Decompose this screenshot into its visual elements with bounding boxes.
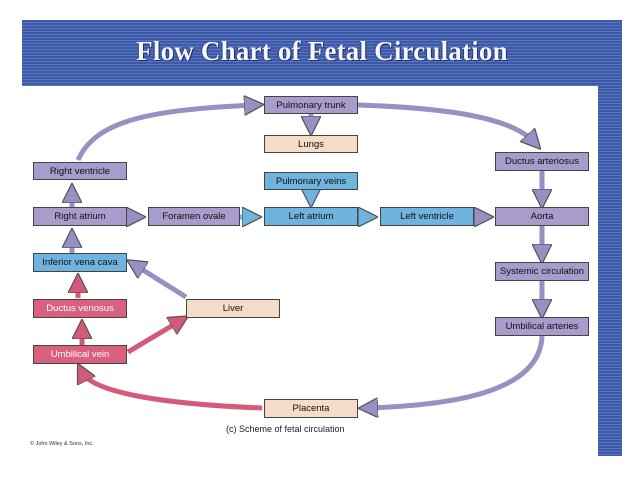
node-umbilical-arteries: Umbilical arteries [495,317,589,336]
node-placenta: Placenta [264,399,358,418]
node-pulmonary-veins: Pulmonary veins [264,172,358,190]
arrow-placenta-to-uv [82,372,263,411]
node-inferior-vena-cava: Inferior vena cava [33,253,127,272]
figure-caption: (c) Scheme of fetal circulation [226,424,345,434]
side-stripe [598,86,622,456]
node-liver: Liver [186,299,280,318]
title-banner [22,20,622,86]
node-lungs: Lungs [264,135,358,153]
node-systemic-circulation: Systemic circulation [495,262,589,281]
arrow-rv-to-pulmonary-trunk [75,105,254,162]
node-ductus-arteriosus: Ductus arteriosus [495,152,589,171]
arrow-pulmonary-trunk-to-ductus [357,102,534,142]
arrow-umbilical-arteries-to-placenta [368,335,545,408]
node-left-atrium: Left atrium [264,207,358,226]
copyright-notice: © John Wiley & Sons, Inc. [30,441,94,447]
node-pulmonary-trunk: Pulmonary trunk [264,96,358,114]
slide-title: Flow Chart of Fetal Circulation [136,36,508,66]
node-right-atrium: Right atrium [33,207,127,226]
node-ductus-venosus: Ductus venosus [33,299,127,318]
node-foramen-ovale: Foramen ovale [148,207,240,226]
node-right-ventricle: Right ventricle [33,162,127,180]
node-aorta: Aorta [495,207,589,226]
arrow-liver-to-ivc [135,265,188,300]
node-umbilical-vein: Umbilical vein [33,345,127,364]
arrow-uv-to-liver [126,321,180,355]
node-left-ventricle: Left ventricle [380,207,474,226]
